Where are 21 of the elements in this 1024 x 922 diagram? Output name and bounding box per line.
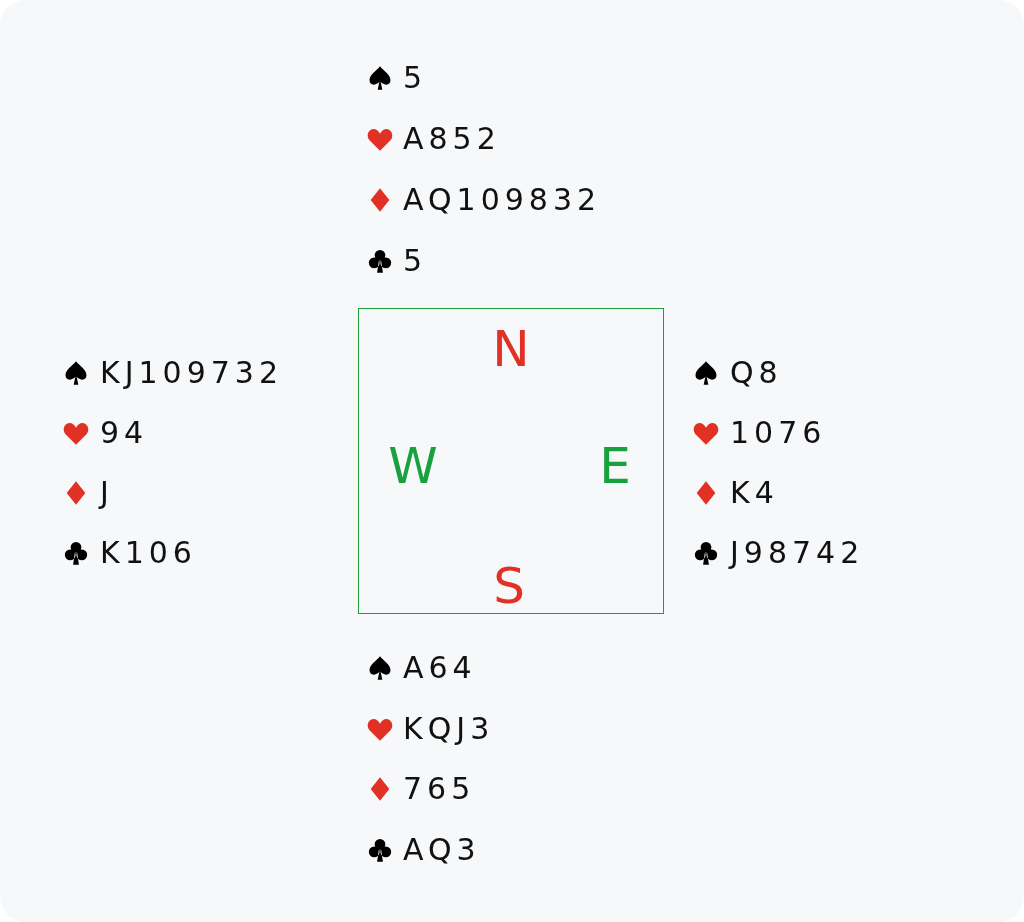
card-ranks: Q8: [730, 355, 783, 391]
card-ranks: A852: [403, 121, 501, 157]
card-ranks: AQ3: [403, 831, 481, 868]
card-ranks: KQJ3: [403, 710, 495, 747]
card-ranks: A64: [403, 650, 477, 686]
compass-direction: S: [493, 558, 525, 614]
card-ranks: AQ109832: [403, 182, 602, 218]
card-ranks: K4: [730, 475, 779, 511]
card-ranks: 5: [403, 243, 428, 279]
card-ranks: J: [100, 475, 114, 511]
card-ranks: J98742: [730, 535, 865, 571]
card-ranks: 765: [403, 771, 476, 807]
card-ranks: 94: [100, 415, 149, 451]
compass-box: [358, 308, 664, 614]
card-ranks: KJ109732: [100, 355, 284, 391]
compass-direction: W: [388, 438, 438, 494]
card-ranks: 5: [403, 60, 428, 96]
compass-direction: N: [492, 321, 530, 377]
card-ranks: 1076: [730, 415, 827, 451]
card-ranks: K106: [100, 535, 197, 571]
compass-direction: E: [599, 438, 631, 494]
